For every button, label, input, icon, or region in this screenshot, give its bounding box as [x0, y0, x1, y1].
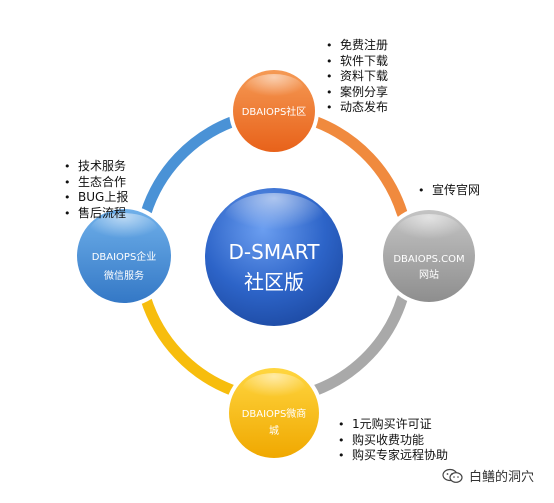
- ring-arc-top-left: [140, 116, 238, 219]
- node-dbaiops-mall: DBAIOPS微商 城: [225, 364, 323, 462]
- node-bottom-label-line2: 城: [269, 425, 279, 437]
- community-features-list: 免费注册 软件下载 资料下载 案例分享 动态发布: [324, 38, 388, 116]
- node-left-label-line1: DBAIOPS企业: [92, 250, 157, 263]
- list-item: 生态合作: [62, 175, 128, 191]
- list-item: 案例分享: [324, 85, 388, 101]
- list-item: 软件下载: [324, 54, 388, 70]
- website-list: 宣传官网: [416, 183, 480, 199]
- ring-arc-top-right: [310, 116, 408, 219]
- list-item: BUG上报: [62, 190, 128, 206]
- list-item: 1元购买许可证: [336, 417, 448, 433]
- node-top-label: DBAIOPS社区: [242, 105, 307, 118]
- node-right-label-line2: 网站: [419, 268, 439, 281]
- list-item: 动态发布: [324, 100, 388, 116]
- list-item: 购买收费功能: [336, 433, 448, 449]
- ring-arc-bottom-left: [140, 293, 238, 396]
- node-dbaiops-website: DBAIOPS.COM 网站: [379, 206, 479, 306]
- center-subtitle: 社区版: [244, 270, 304, 294]
- wechat-icon: [442, 468, 463, 483]
- list-item: 售后流程: [62, 206, 128, 222]
- mall-list: 1元购买许可证 购买收费功能 购买专家远程协助: [336, 417, 448, 464]
- center-title: D-SMART: [229, 240, 321, 264]
- list-item: 免费注册: [324, 38, 388, 54]
- node-bottom-label-line1: DBAIOPS微商: [242, 407, 307, 420]
- node-center-dsmart: D-SMART 社区版: [200, 183, 348, 331]
- node-dbaiops-wechat-service: DBAIOPS企业 微信服务: [73, 205, 175, 307]
- watermark: 白鳝的洞穴: [442, 466, 534, 485]
- list-item: 购买专家远程协助: [336, 448, 448, 464]
- list-item: 技术服务: [62, 159, 128, 175]
- node-right-label-line1: DBAIOPS.COM: [393, 254, 464, 265]
- node-left-label-line2: 微信服务: [104, 269, 144, 282]
- list-item: 资料下载: [324, 69, 388, 85]
- list-item: 宣传官网: [416, 183, 480, 199]
- watermark-text: 白鳝的洞穴: [469, 470, 535, 485]
- node-dbaiops-community: DBAIOPS社区: [229, 66, 319, 156]
- ring-arc-bottom-right: [310, 293, 408, 396]
- wechat-service-list: 技术服务 生态合作 BUG上报 售后流程: [62, 159, 128, 221]
